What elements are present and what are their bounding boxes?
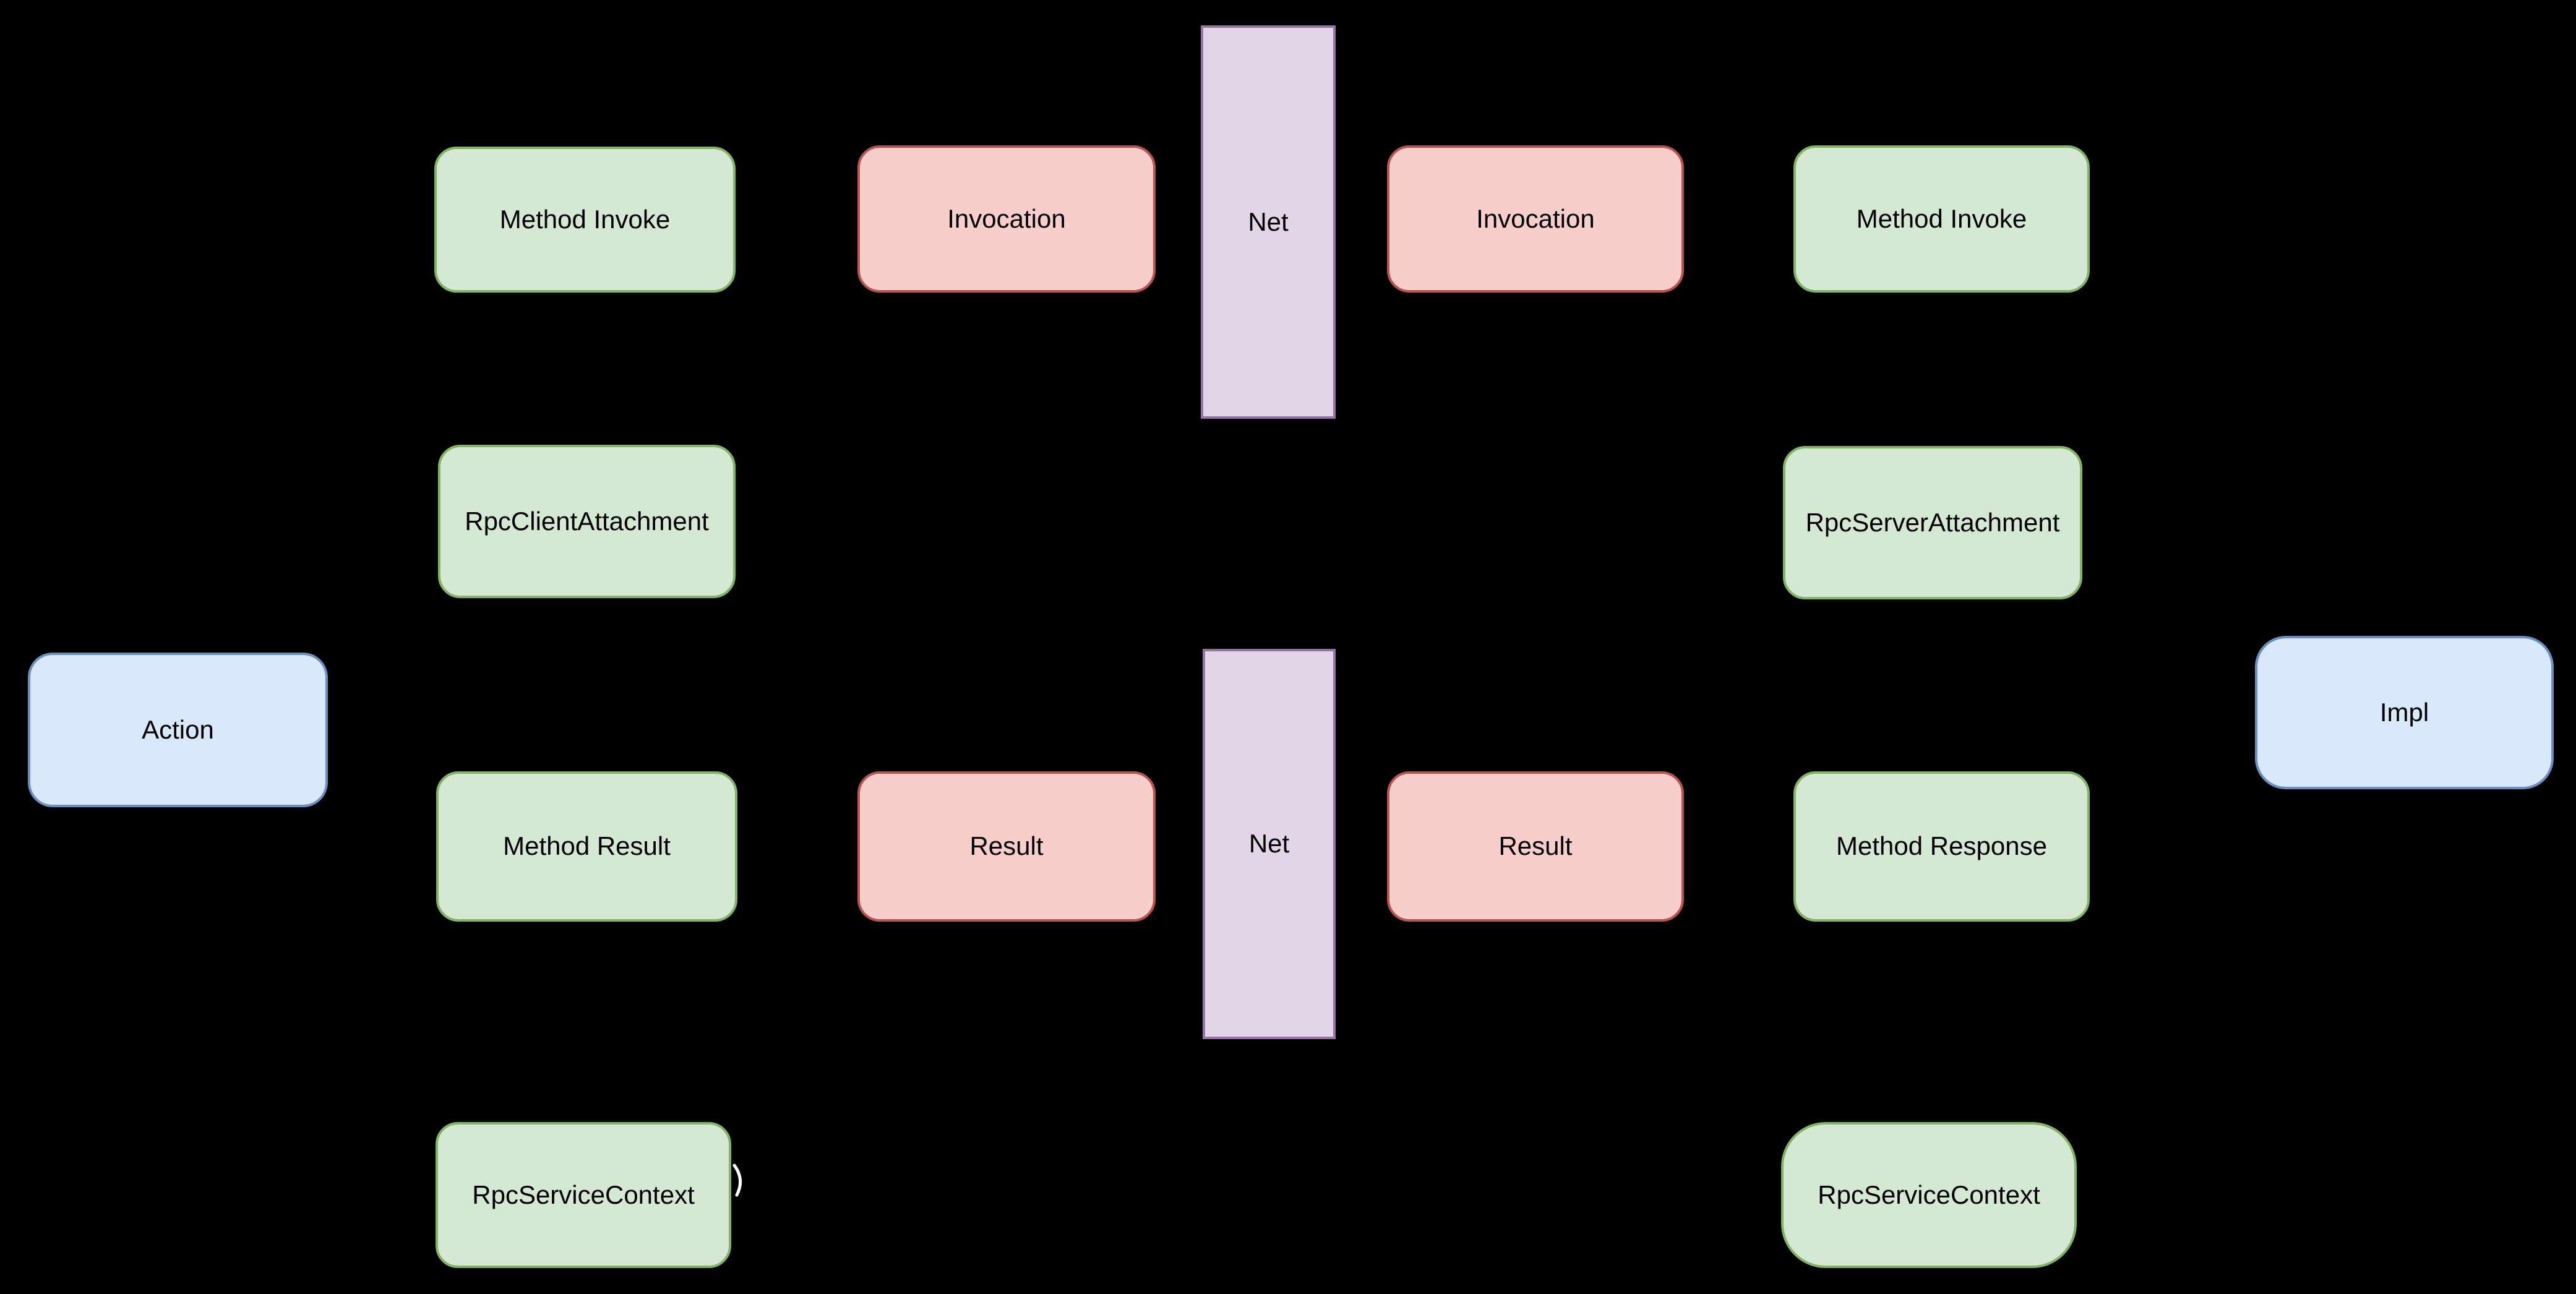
node-method-result: Method Result [436, 771, 737, 922]
node-label: Net [1248, 207, 1289, 236]
node-net-bottom: Net [1203, 649, 1336, 1039]
node-label: Method Invoke [499, 204, 671, 234]
node-label: RpcServerAttachment [1805, 507, 2060, 537]
node-label: Invocation [1476, 204, 1595, 233]
node-result-client: Result [857, 771, 1156, 922]
node-invocation-client: Invocation [857, 145, 1156, 293]
node-label: Method Invoke [1856, 204, 2027, 233]
node-rpc-service-context-client: RpcServiceContext [436, 1122, 731, 1268]
node-label: RpcServiceContext [472, 1180, 695, 1209]
node-method-invoke-server: Method Invoke [1793, 145, 2090, 293]
node-invocation-server: Invocation [1387, 145, 1684, 293]
node-net-top: Net [1201, 25, 1336, 419]
node-method-invoke-client: Method Invoke [434, 147, 736, 293]
node-label: Method Result [503, 831, 671, 861]
node-label: RpcClientAttachment [465, 506, 709, 536]
node-impl: Impl [2255, 636, 2554, 789]
node-label: Impl [2379, 697, 2429, 727]
node-label: Result [1498, 831, 1573, 861]
node-result-server: Result [1387, 771, 1684, 922]
node-rpc-server-attachment: RpcServerAttachment [1783, 446, 2082, 599]
node-label: Method Response [1836, 831, 2047, 861]
node-label: RpcServiceContext [1818, 1180, 2040, 1209]
white-curve-mark-icon [732, 1163, 742, 1197]
node-method-response: Method Response [1793, 771, 2090, 922]
node-rpc-client-attachment: RpcClientAttachment [438, 445, 736, 598]
node-action: Action [28, 653, 328, 807]
node-label: Invocation [947, 204, 1066, 233]
node-label: Result [969, 831, 1044, 861]
node-label: Net [1248, 829, 1290, 859]
node-rpc-service-context-server: RpcServiceContext [1781, 1122, 2077, 1268]
node-label: Action [142, 714, 214, 744]
